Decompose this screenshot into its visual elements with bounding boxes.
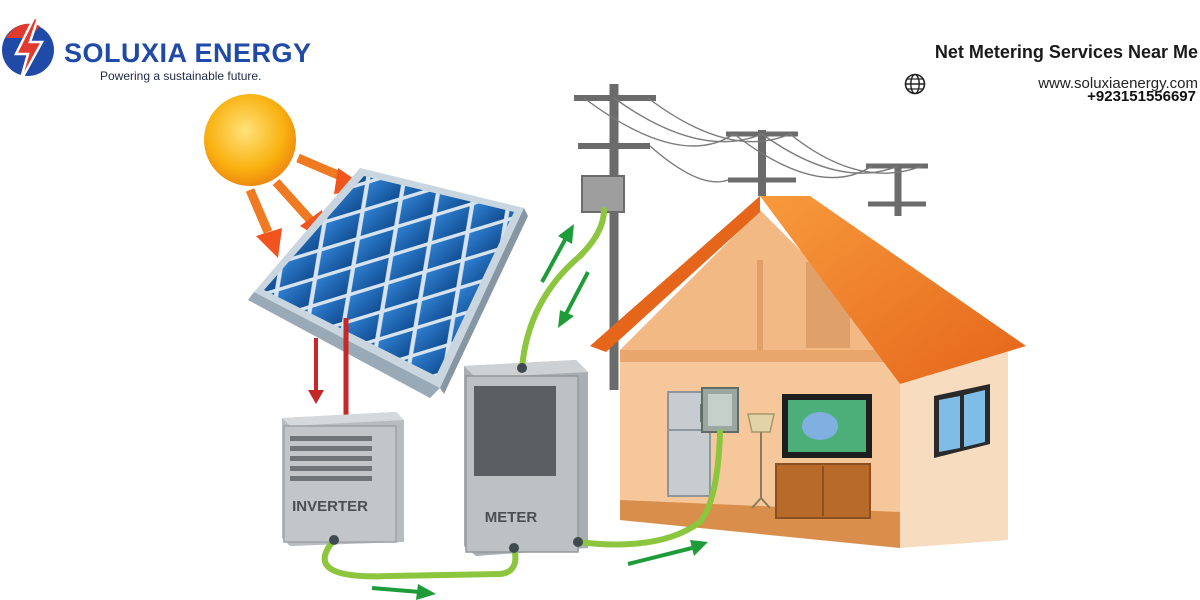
meter-grid-cable	[519, 207, 607, 371]
brand-logo[interactable]: SOLUXIA ENERGY Powering a sustainable fu…	[0, 8, 340, 88]
sun-icon	[204, 94, 296, 186]
phone-number[interactable]: +923151556697	[1087, 88, 1196, 105]
flow-arrow-to-house	[627, 540, 708, 566]
lamp-icon	[747, 413, 775, 509]
house-icon	[590, 196, 1026, 548]
inverter-meter-cable	[321, 537, 519, 580]
solar-panel-icon	[248, 168, 528, 398]
meter-house-cable	[575, 429, 723, 548]
brand-name: SOLUXIA ENERGY	[64, 38, 312, 68]
page-headline: Net Metering Services Near Me	[934, 42, 1198, 62]
logo-bolt-icon	[2, 16, 54, 83]
flow-arrow-from-grid	[558, 271, 590, 328]
website-link[interactable]: www.soluxiaenergy.com	[1038, 75, 1198, 92]
power-lines	[583, 97, 923, 183]
meter-icon: METER	[464, 360, 588, 556]
globe-icon	[904, 73, 926, 100]
flow-arrows	[371, 224, 708, 600]
header-contact: Net Metering Services Near Me www.soluxi…	[858, 42, 1198, 109]
ray-arrow-3	[245, 188, 282, 258]
inverter-label: INVERTER	[292, 498, 368, 515]
brand-tagline: Powering a sustainable future.	[100, 69, 262, 83]
contact-block: www.soluxiaenergy.com +923151556697	[858, 73, 1198, 109]
panel-inverter-wires	[308, 318, 349, 420]
green-cables	[321, 207, 723, 580]
breaker-panel-icon	[701, 387, 739, 433]
flow-arrow-to-grid	[540, 224, 574, 283]
flow-arrow-to-meter	[371, 584, 436, 600]
cabinet-icon	[775, 463, 871, 519]
meter-label: METER	[485, 509, 538, 526]
tv-icon	[782, 394, 872, 458]
inverter-icon: INVERTER	[282, 412, 404, 546]
window-icon	[934, 384, 990, 458]
